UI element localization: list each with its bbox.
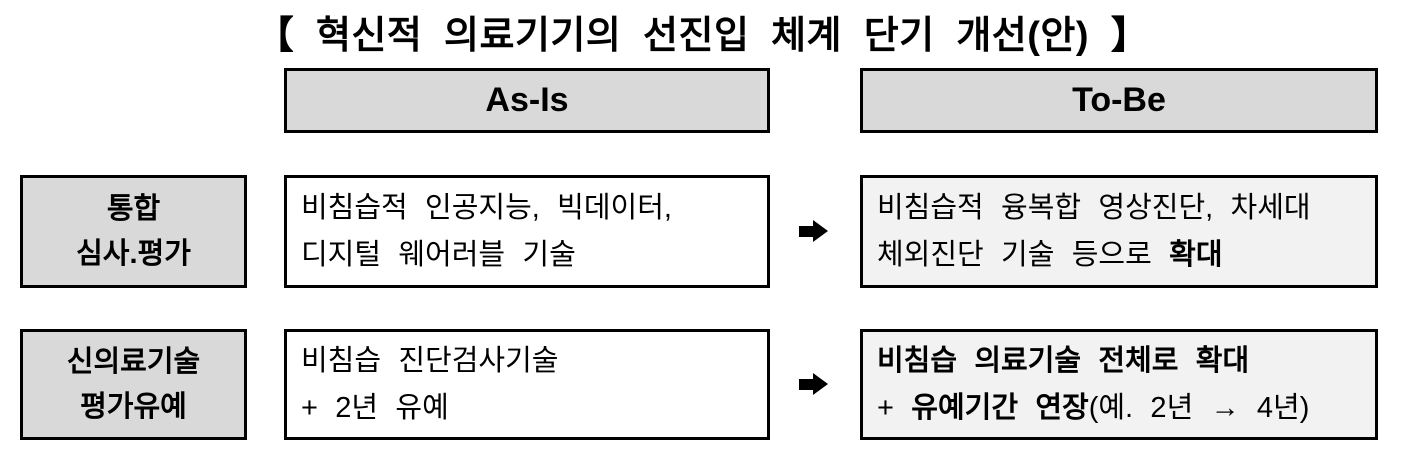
arrow-head: [813, 220, 828, 242]
column-header-to-be-label: To-Be: [1072, 81, 1166, 119]
row-label-integrated-review: 통합 심사.평가: [20, 175, 247, 288]
arrow-stem: [799, 225, 813, 237]
to-be-regular-text: 비침습적 융복합 영상진단, 차세대 체외진단 기술 등으로: [877, 192, 1311, 271]
transition-arrow-icon: [799, 373, 828, 395]
to-be-text-deferral: 비침습 의료기술 전체로 확대 + 유예기간 연장(예. 2년 → 4년): [877, 338, 1309, 431]
arrow-head: [813, 373, 828, 395]
to-be-line1-bold-text: 비침습 의료기술 전체로 확대: [877, 345, 1250, 378]
as-is-text-deferral: 비침습 진단검사기술 + 2년 유예: [301, 345, 559, 424]
row-label-new-health-technology-deferral: 신의료기술 평가유예: [20, 329, 247, 440]
to-be-box-deferral: 비침습 의료기술 전체로 확대 + 유예기간 연장(예. 2년 → 4년): [860, 329, 1378, 440]
to-be-box-integrated-review: 비침습적 융복합 영상진단, 차세대 체외진단 기술 등으로 확대: [860, 175, 1378, 288]
as-is-box-integrated-review: 비침습적 인공지능, 빅데이터, 디지털 웨어러블 기술: [284, 175, 770, 288]
to-be-line2-bold-text: 유예기간 연장: [911, 391, 1089, 424]
transition-arrow-icon: [799, 220, 828, 242]
as-is-text-integrated-review: 비침습적 인공지능, 빅데이터, 디지털 웨어러블 기술: [301, 192, 672, 271]
as-is-box-deferral: 비침습 진단검사기술 + 2년 유예: [284, 329, 770, 440]
column-header-to-be: To-Be: [860, 68, 1378, 133]
to-be-line2-suffix: (예. 2년 → 4년): [1088, 391, 1310, 424]
to-be-text-integrated-review: 비침습적 융복합 영상진단, 차세대 체외진단 기술 등으로 확대: [877, 185, 1311, 278]
to-be-line2-prefix: +: [877, 391, 912, 424]
column-header-as-is: As-Is: [284, 68, 770, 133]
to-be-bold-text: 확대: [1169, 238, 1223, 271]
diagram-title: 【 혁신적 의료기기의 선진입 체계 단기 개선(안) 】: [255, 14, 1150, 57]
arrow-stem: [799, 378, 813, 390]
column-header-as-is-label: As-Is: [485, 81, 569, 119]
